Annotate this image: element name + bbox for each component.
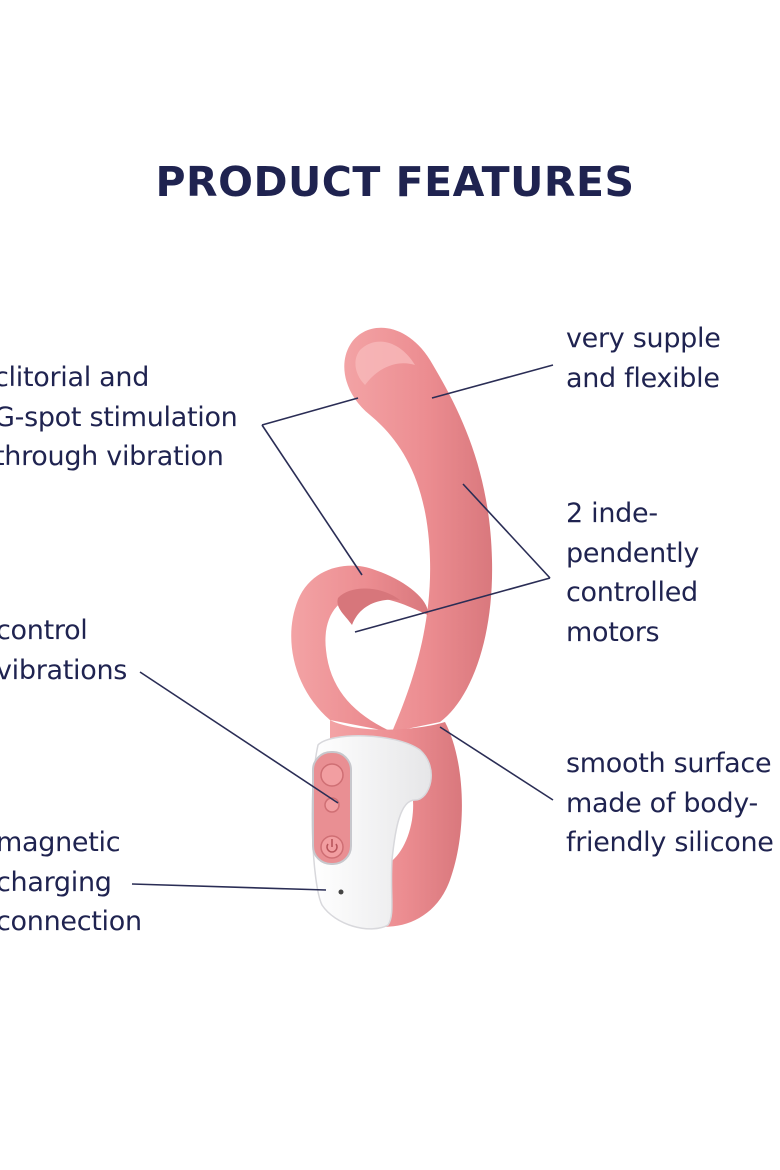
plus-button bbox=[320, 763, 344, 787]
clitoral-curl bbox=[291, 565, 429, 732]
curl-inner bbox=[337, 588, 400, 625]
feature-line: controlled bbox=[566, 577, 698, 608]
pointer-motors-b bbox=[354, 577, 551, 633]
feature-line: smooth surface bbox=[566, 748, 772, 779]
feature-line: 2 inde- bbox=[566, 498, 658, 529]
feature-line: charging bbox=[0, 866, 112, 898]
feature-line: clitorial and bbox=[0, 362, 150, 393]
mode-button bbox=[324, 797, 340, 813]
pointer-motors-a bbox=[462, 483, 551, 579]
feature-line: G-spot stimulation bbox=[0, 401, 238, 433]
pointer-stimulation-a bbox=[261, 397, 359, 426]
pointer-lines bbox=[131, 364, 554, 891]
feature-charging: magnetic charging connection bbox=[0, 823, 142, 942]
charging-port bbox=[338, 889, 344, 895]
feature-line: pendently bbox=[566, 537, 700, 569]
feature-line: control bbox=[0, 615, 88, 646]
feature-line: and flexible bbox=[566, 362, 720, 394]
feature-control: control vibrations bbox=[0, 611, 127, 690]
feature-line: motors bbox=[566, 616, 660, 648]
feature-surface: smooth surface made of body- friendly si… bbox=[566, 744, 774, 863]
feature-line: magnetic bbox=[0, 827, 121, 858]
feature-line: made of body- bbox=[566, 787, 758, 819]
feature-line: very supple bbox=[566, 323, 721, 354]
feature-line: through vibration bbox=[0, 441, 224, 472]
feature-line: vibrations bbox=[0, 654, 128, 686]
pointer-surface bbox=[439, 726, 554, 801]
feature-line: friendly silicone bbox=[566, 827, 774, 858]
arm-highlight bbox=[355, 341, 415, 385]
feature-line: connection bbox=[0, 906, 142, 937]
power-icon bbox=[326, 843, 338, 853]
main-arm bbox=[344, 327, 493, 732]
pointer-control bbox=[139, 671, 339, 804]
feature-supple: very supple and flexible bbox=[566, 319, 721, 398]
feature-stimulation: clitorial and G-spot stimulation through… bbox=[0, 358, 238, 477]
page-title: PRODUCT FEATURES bbox=[155, 158, 635, 206]
pointer-stimulation-b bbox=[261, 424, 363, 576]
pointer-charging bbox=[131, 883, 327, 891]
feature-motors: 2 inde- pendently controlled motors bbox=[566, 494, 699, 652]
pointer-supple bbox=[431, 364, 554, 399]
